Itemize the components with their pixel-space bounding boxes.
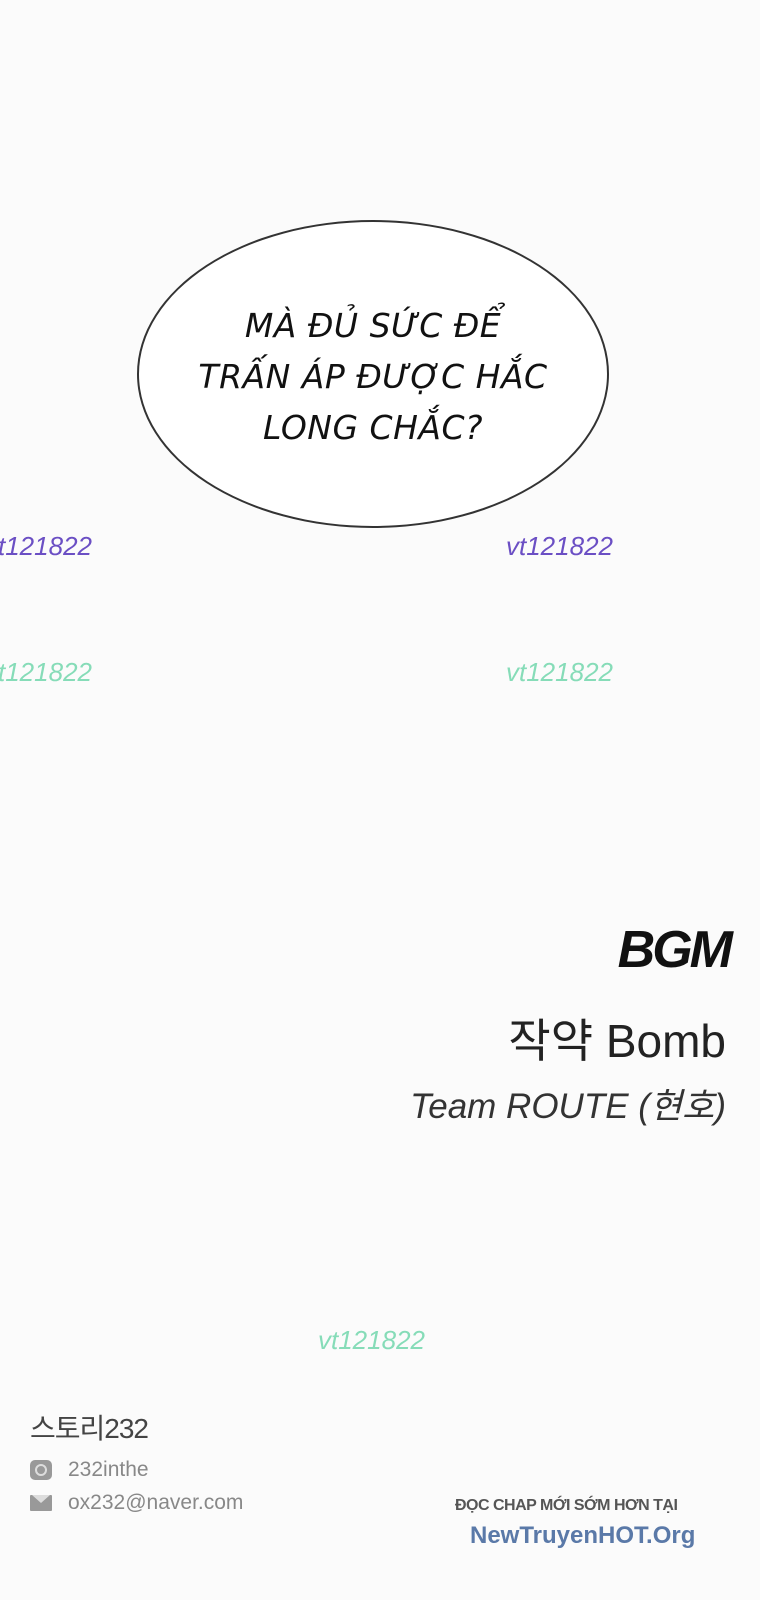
email-address: ox232@naver.com <box>68 1491 244 1514</box>
instagram-icon <box>30 1460 52 1480</box>
watermark: t121822 <box>0 531 92 561</box>
watermark: t121822 <box>0 657 92 687</box>
credits-song: 작약 Bomb <box>508 1015 726 1067</box>
watermark: vt121822 <box>506 657 613 687</box>
instagram-handle: 232inthe <box>68 1458 149 1481</box>
email-row: ox232@naver.com <box>30 1491 243 1515</box>
mail-icon <box>30 1495 52 1511</box>
watermark: vt121822 <box>318 1325 425 1355</box>
publisher-brand: 스토리232 <box>30 1413 149 1444</box>
promo-site-link[interactable]: NewTruyenHOT.Org <box>470 1522 696 1549</box>
promo-text: ĐỌC CHAP MỚI SỚM HƠN TẠI <box>455 1497 678 1514</box>
instagram-row: 232inthe <box>30 1458 149 1482</box>
speech-bubble-text: MÀ ĐỦ SỨC ĐỂ TRẤN ÁP ĐƯỢC HẮC LONG CHẮC? <box>198 306 548 447</box>
watermark: vt121822 <box>506 531 613 561</box>
speech-bubble <box>137 220 609 528</box>
credits-heading: BGM <box>617 921 733 979</box>
credits-artist: Team ROUTE (현호) <box>410 1087 726 1126</box>
